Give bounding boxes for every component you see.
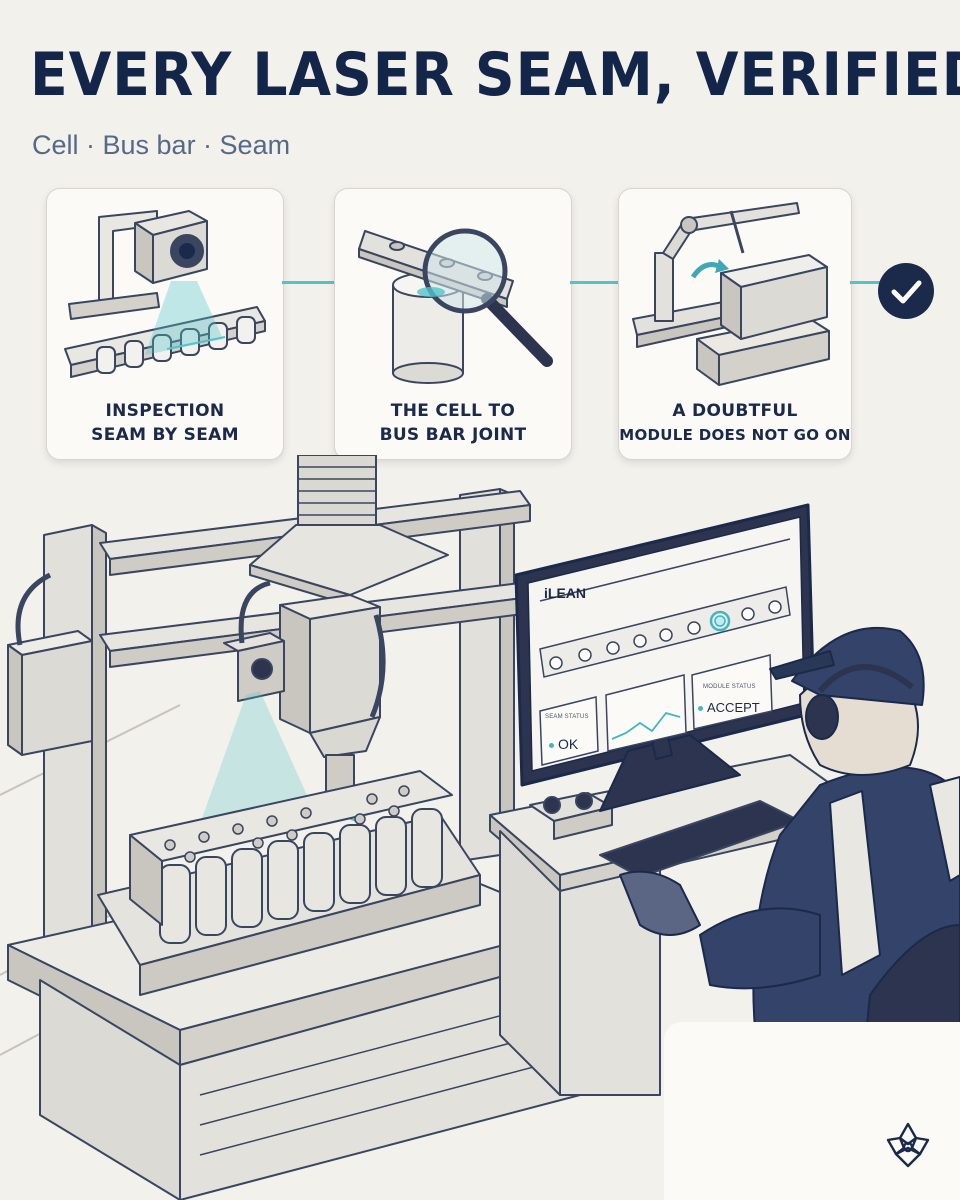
status-dot-icon: [698, 706, 703, 712]
seam-status-label: SEAM STATUS: [545, 714, 589, 720]
step-connector: [282, 281, 334, 284]
magnifier-joint-icon: [358, 228, 553, 384]
step-2-caption-line2: BUS BAR JOINT: [379, 425, 527, 445]
monitor-brand: iLEAN: [544, 585, 586, 601]
step-card-reject: A DOUBTFUL MODULE DOES NOT GO ON: [618, 188, 852, 460]
step-3-caption-line1: A DOUBTFUL: [672, 401, 798, 421]
inspection-camera-icon: [64, 210, 266, 378]
step-card-joint: THE CELL TO BUS BAR JOINT: [334, 188, 572, 460]
flower-logo-icon: [886, 1122, 930, 1168]
seam-status-value: OK: [549, 736, 578, 752]
corner-panel: [664, 1022, 960, 1200]
step-connector: [850, 281, 880, 284]
module-status-text: ACCEPT: [707, 700, 760, 715]
module-status-label: MODULE STATUS: [703, 684, 756, 690]
step-3-caption-line2: MODULE DOES NOT GO ON: [619, 426, 851, 444]
subtitle: Cell · Bus bar · Seam: [32, 130, 291, 160]
robot-arm-reject-icon: [632, 202, 830, 386]
step-2-caption-line1: THE CELL TO: [390, 401, 516, 421]
welding-station-illustration: [0, 455, 960, 1200]
status-dot-icon: [549, 742, 554, 748]
checkmark-icon: [878, 263, 934, 319]
page-title: EVERY LASER SEAM, VERIFIED: [30, 40, 960, 110]
module-status-value: ACCEPT: [698, 700, 760, 715]
step-connector: [570, 281, 618, 284]
seam-status-text: OK: [558, 736, 579, 752]
step-card-inspection: INSPECTION SEAM BY SEAM: [46, 188, 284, 460]
step-1-caption-line2: SEAM BY SEAM: [91, 425, 239, 445]
step-1-caption-line1: INSPECTION: [105, 401, 225, 421]
